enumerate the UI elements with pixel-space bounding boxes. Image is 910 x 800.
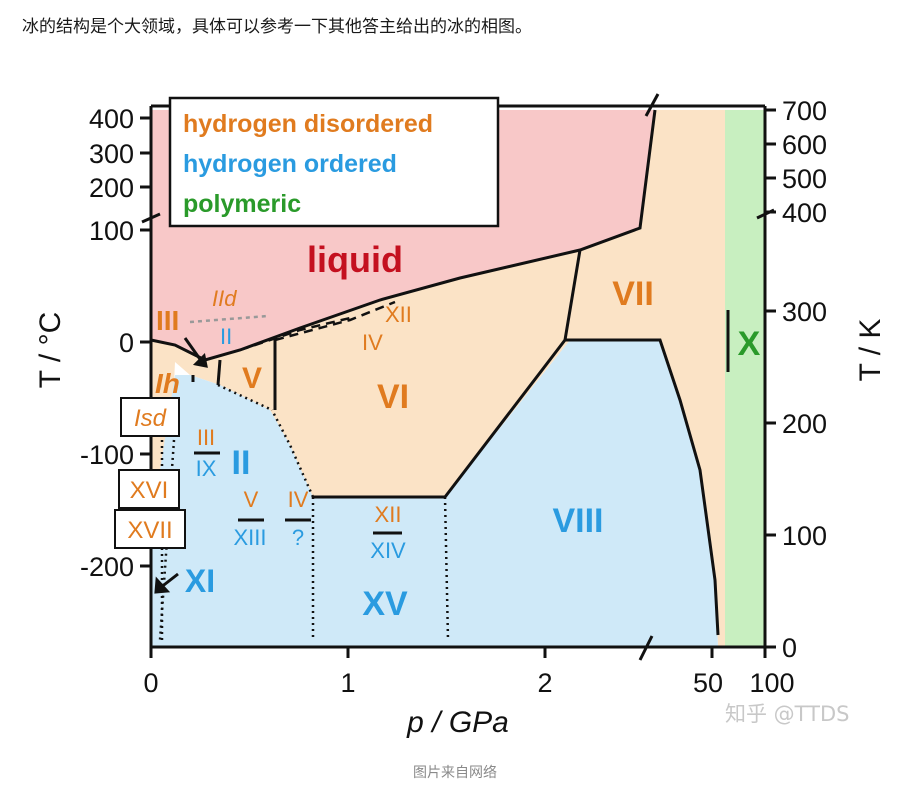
label-ii: II [232,444,251,482]
x-tick: 1 [340,668,355,698]
intro-text: 冰的结构是个大领域，具体可以参考一下其他答主给出的冰的相图。 [22,17,532,37]
arrows [154,337,208,594]
region-polymeric [725,110,765,647]
label-question: ? [292,525,304,550]
y-right-tick: 100 [782,521,827,551]
x-tick: 0 [143,668,158,698]
label-viii: VIII [552,502,603,540]
label-xii-pair: XII [375,502,402,527]
y-left-axis-label: T / °C [34,312,67,388]
label-isd: Isd [134,405,167,432]
legend-box [168,96,500,228]
y-left-tick: -200 [80,552,134,582]
label-iv-top: IV [362,330,383,355]
label-x: X [738,325,761,363]
y-left-tick: 200 [89,173,134,203]
metastable-boundaries [158,300,450,641]
legend-label-ordered: hydrogen ordered [183,150,397,178]
label-iv-pair: IV [288,487,309,512]
label-liquid: liquid [307,239,403,280]
y-left-tick: -100 [80,440,134,470]
y-right-tick: 0 [782,633,797,663]
label-ih: Ih [155,368,180,399]
y-right-tick: 300 [782,297,827,327]
label-xiv: XIV [370,538,406,563]
y-right-tick: 200 [782,409,827,439]
legend-label-disordered: hydrogen disordered [183,110,433,138]
label-vii: VII [612,275,654,313]
label-iii-pair: III [197,425,215,450]
y-right-tick: 700 [782,96,827,126]
y-right-axis-label: T / K [854,319,887,382]
phase-boundaries [150,109,720,636]
y-right-tick: 600 [782,130,827,160]
y-left-tick-labels: 400 300 200 100 0 -100 -200 [80,104,134,582]
label-xv: XV [362,585,408,623]
label-xi: XI [185,563,215,599]
label-xvi: XVI [130,477,169,504]
y-left-tick: 100 [89,216,134,246]
label-iid: IId [212,286,237,311]
legend-label-polymeric: polymeric [183,190,301,218]
region-ordered [151,340,718,647]
label-ix: IX [196,456,217,481]
region-disordered [151,110,725,647]
label-v-pair: V [244,487,259,512]
label-v: V [242,362,262,395]
x-tick-labels: 0 1 2 50 100 [143,668,794,698]
watermark: 知乎 @TTDS [725,702,850,726]
tick-marks [140,108,776,658]
y-right-tick: 500 [782,164,827,194]
x-axis-label: p / GPa [406,706,509,739]
label-xiii: XIII [233,525,266,550]
x-tick: 100 [749,668,794,698]
label-xvii: XVII [127,517,172,544]
y-right-tick: 400 [782,198,827,228]
label-iii: III [156,305,179,336]
x-tick: 50 [693,668,723,698]
y-left-tick: 0 [119,328,134,358]
label-vi: VI [377,378,409,416]
label-xii-top: XII [385,302,412,327]
image-caption: 图片来自网络 [413,765,497,781]
y-right-tick-labels: 700 600 500 400 300 200 100 0 [782,96,827,663]
y-left-tick: 300 [89,139,134,169]
y-left-tick: 400 [89,104,134,134]
boxed-label-text: Isd XVI XVII [127,405,172,544]
x-tick: 2 [537,668,552,698]
label-ii-small: II [220,324,232,349]
boxed-labels [114,397,186,549]
legend: hydrogen disordered hydrogen ordered pol… [183,110,433,218]
